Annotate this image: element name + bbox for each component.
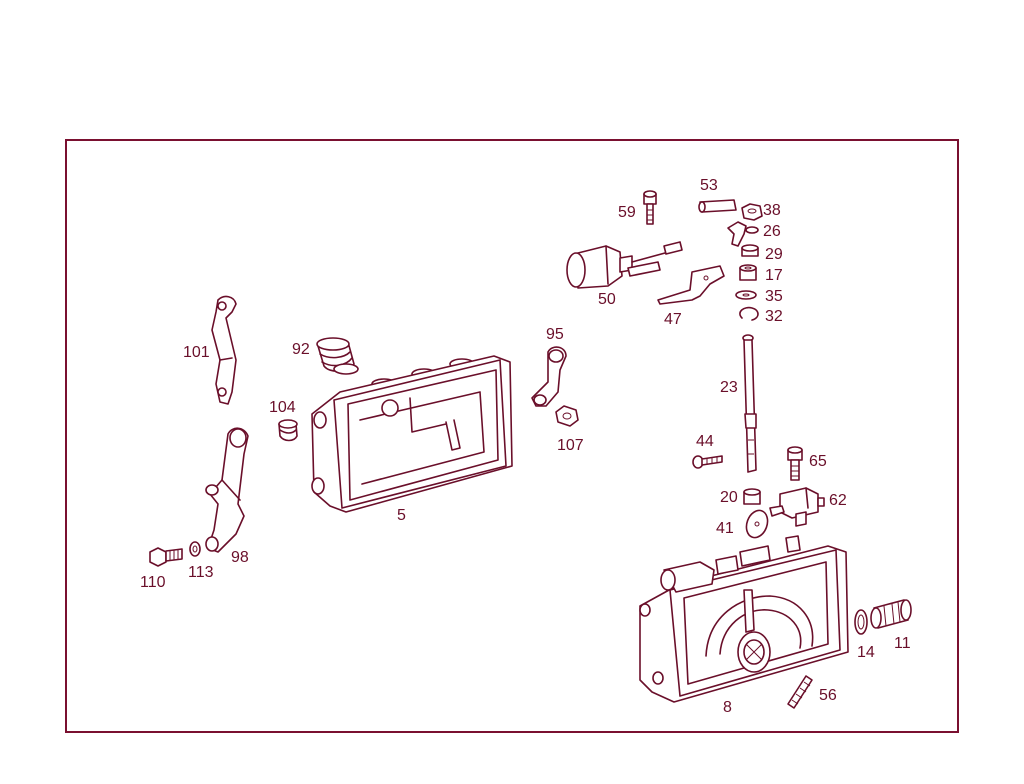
label-53: 53: [700, 177, 718, 194]
label-113: 113: [188, 564, 214, 581]
label-92: 92: [292, 341, 310, 358]
part-113-washer: [189, 541, 201, 557]
label-14: 14: [857, 644, 875, 661]
part-110-bolt: [149, 547, 183, 567]
part-35-washer: [735, 290, 757, 300]
label-65: 65: [809, 453, 827, 470]
part-32-circlip: [739, 306, 759, 321]
part-5-housing-cover: [311, 355, 513, 513]
label-26: 26: [763, 223, 781, 240]
label-5: 5: [397, 507, 406, 524]
label-41: 41: [716, 520, 734, 537]
part-92-sleeve: [316, 337, 355, 372]
part-59-screw: [643, 190, 657, 225]
part-50-actuator: [566, 241, 683, 289]
label-20: 20: [720, 489, 738, 506]
part-53-pin: [698, 199, 737, 213]
label-44: 44: [696, 433, 714, 450]
label-29: 29: [765, 246, 783, 263]
part-11-fitting: [870, 599, 912, 629]
part-44-screw: [692, 455, 723, 469]
part-20-bushing: [743, 488, 761, 505]
label-110: 110: [140, 574, 166, 591]
part-56-stud: [787, 675, 813, 709]
label-17: 17: [765, 267, 783, 284]
part-17-bushing: [739, 264, 757, 281]
part-107-nut: [555, 405, 579, 427]
part-26-lever: [727, 221, 759, 247]
label-23: 23: [720, 379, 738, 396]
part-104-grommet: [278, 419, 298, 442]
label-32: 32: [765, 308, 783, 325]
label-101: 101: [183, 344, 210, 361]
part-65-screw: [787, 446, 803, 481]
part-101-lever: [211, 295, 237, 405]
label-11: 11: [894, 635, 911, 652]
label-98: 98: [231, 549, 249, 566]
label-59: 59: [618, 204, 636, 221]
part-23-shaft: [742, 334, 757, 473]
label-107: 107: [557, 437, 584, 454]
part-62-switch: [769, 487, 825, 527]
label-50: 50: [598, 291, 616, 308]
label-35: 35: [765, 288, 783, 305]
part-95-lever: [531, 346, 567, 407]
label-62: 62: [829, 492, 847, 509]
label-38: 38: [763, 202, 781, 219]
label-56: 56: [819, 687, 837, 704]
part-41-disc: [745, 509, 769, 539]
part-38-nut: [741, 203, 763, 221]
part-29-bushing: [741, 244, 759, 257]
diagram-frame: [65, 139, 959, 733]
label-8: 8: [723, 699, 732, 716]
label-47: 47: [664, 311, 682, 328]
part-98-lever: [205, 427, 249, 553]
label-104: 104: [269, 399, 296, 416]
part-47-bracket: [657, 265, 725, 305]
label-95: 95: [546, 326, 564, 343]
part-14-seal-ring: [854, 609, 868, 635]
part-8-housing: [639, 535, 849, 703]
